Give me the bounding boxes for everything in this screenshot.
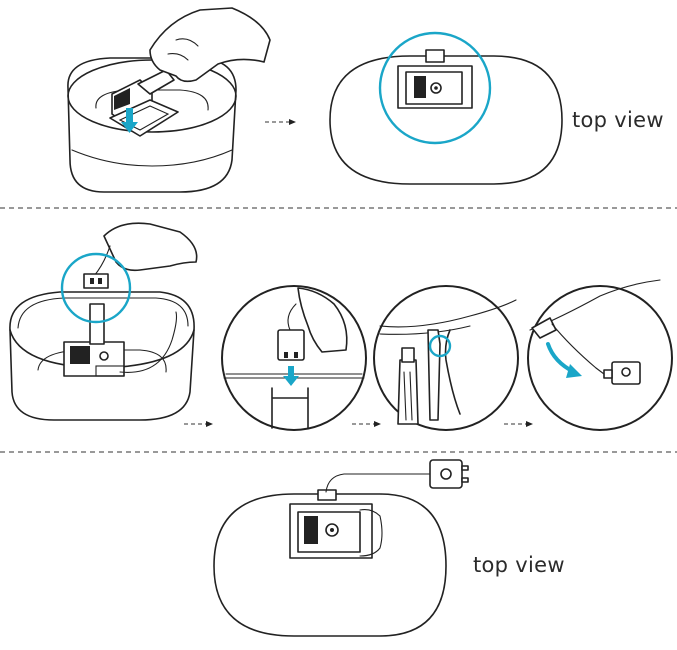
step-top-view-final-assembly: [213, 459, 469, 637]
step-thread-cable-through-slot: [9, 222, 198, 421]
next-step-arrow-icon: [352, 421, 381, 427]
step-top-view-pump-seated: [329, 31, 563, 185]
curved-arrow-icon: [546, 342, 582, 378]
top-view-label: top view: [572, 108, 664, 132]
step-detail-cable-hooked-in-clip: [373, 285, 519, 431]
step-detail-plug-exits-base: [527, 279, 673, 431]
step-insert-pump-into-base: [67, 7, 271, 193]
next-step-arrow-icon: [504, 421, 533, 427]
arrow-down-icon: [283, 366, 299, 386]
highlight-circle: [60, 252, 132, 324]
next-step-arrow-icon: [265, 119, 296, 125]
highlight-circle: [378, 31, 492, 145]
next-step-arrow-icon: [184, 421, 213, 427]
arrow-down-icon: [121, 108, 138, 133]
highlight-circle: [428, 334, 452, 358]
top-view-label: top view: [473, 553, 565, 577]
step-detail-plug-inserted-into-slot: [221, 285, 367, 431]
